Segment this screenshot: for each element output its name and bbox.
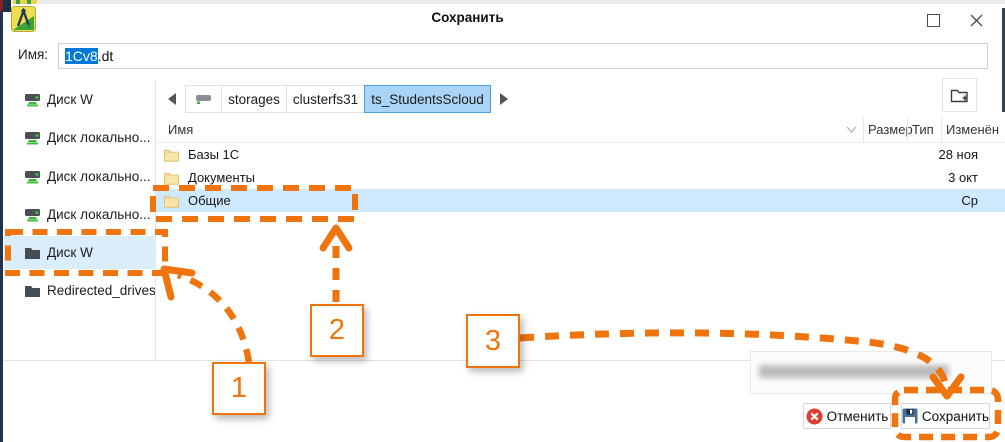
table-row-bazy-1c[interactable]: Базы 1С 28 ноя <box>156 143 1005 166</box>
sidebar-item-disk-w-network[interactable]: Диск W <box>0 85 155 113</box>
maximize-icon <box>926 14 940 27</box>
blurred-text <box>759 365 949 378</box>
file-modified: 28 ноя <box>938 147 978 162</box>
breadcrumb-crumb-storages[interactable]: storages <box>221 85 287 113</box>
sidebar-item-redirected-drives[interactable]: Redirected_drives <box>0 276 156 304</box>
folder-icon <box>24 282 41 299</box>
network-drive-icon <box>24 206 41 223</box>
file-modified: Ср <box>961 193 978 208</box>
filename-input[interactable]: 1Cv8.dt <box>58 43 988 69</box>
maximize-button[interactable] <box>917 8 949 33</box>
sidebar-item-label: Диск локально... <box>47 168 151 184</box>
file-name: Документы <box>188 170 256 185</box>
drive-icon <box>196 95 211 104</box>
annotation-step-2: 2 <box>310 304 364 357</box>
folder-icon <box>164 148 179 162</box>
cancel-icon <box>806 408 823 424</box>
file-name: Общие <box>188 193 231 208</box>
annotation-step-3: 3 <box>466 314 520 368</box>
background-window-right-edge <box>1002 8 1005 112</box>
sidebar-item-label: Диск локально... <box>47 129 151 145</box>
blurred-tooltip <box>750 351 992 394</box>
new-folder-icon <box>950 89 968 102</box>
cancel-label: Отменить <box>826 408 889 424</box>
breadcrumb-crumb-ts-studentsscloud[interactable]: ts_StudentsScloud <box>364 85 491 113</box>
filename-label: Имя: <box>18 47 49 62</box>
background-window-strip <box>0 0 1005 4</box>
save-button[interactable]: Сохранить <box>901 403 990 429</box>
annotation-arrowhead-2 <box>319 224 353 252</box>
filename-extension-text: .dt <box>97 48 114 64</box>
network-drive-icon <box>24 91 41 108</box>
cancel-button[interactable]: Отменить <box>803 403 891 429</box>
folder-icon <box>164 171 179 185</box>
sort-descending-icon <box>846 126 857 133</box>
sidebar-item-disk-local-1[interactable]: Диск локально... <box>0 123 155 151</box>
folder-icon <box>24 244 41 261</box>
folder-icon <box>164 194 179 208</box>
file-modified: 3 окт <box>948 170 978 185</box>
sidebar-item-label: Диск W <box>47 244 93 260</box>
table-row-dokumenty[interactable]: Документы 3 окт <box>156 166 1005 189</box>
background-window-corner <box>0 0 11 12</box>
window-title: Сохранить <box>431 10 504 25</box>
breadcrumb-forward-icon[interactable] <box>500 93 508 105</box>
column-header-type[interactable]: Тип <box>907 117 941 142</box>
background-app-icon-sliver <box>13 0 37 4</box>
table-header-row: Имя Размер Тип Изменён <box>156 117 1005 143</box>
sidebar-item-label: Redirected_drives <box>47 282 156 298</box>
column-header-name[interactable]: Имя <box>156 122 863 137</box>
sidebar-item-disk-local-3[interactable]: Диск локально... <box>0 200 155 228</box>
background-window-red-edge <box>0 0 3 11</box>
column-header-modified[interactable]: Изменён <box>941 117 1005 142</box>
sidebar-item-disk-local-2[interactable]: Диск локально... <box>0 162 155 190</box>
breadcrumb-drive-crumb[interactable] <box>185 85 222 113</box>
new-folder-button[interactable] <box>942 78 977 112</box>
annotation-step-1: 1 <box>212 362 266 415</box>
table-row-obshchie-selected[interactable]: Общие Ср <box>156 189 1005 212</box>
breadcrumb-back-icon[interactable] <box>168 93 176 105</box>
sidebar-item-disk-w-selected[interactable]: Диск W <box>0 238 155 266</box>
background-window-left-edge <box>0 11 3 442</box>
sidebar-item-label: Диск локально... <box>47 206 151 222</box>
sidebar-item-label: Диск W <box>47 91 93 107</box>
annotation-arrow-1 <box>176 271 253 363</box>
network-drive-icon <box>24 168 41 185</box>
filename-selected-text: 1Cv8 <box>65 48 98 64</box>
file-name: Базы 1С <box>188 147 240 162</box>
annotation-arrowhead-1 <box>160 265 196 301</box>
close-icon <box>970 14 982 27</box>
app-icon-1c-designer <box>11 6 36 37</box>
network-drive-icon <box>24 129 41 146</box>
save-icon <box>902 408 918 424</box>
breadcrumb-crumb-clusterfs31[interactable]: clusterfs31 <box>286 85 365 113</box>
save-label: Сохранить <box>921 408 989 424</box>
column-header-size[interactable]: Размер <box>863 117 913 142</box>
close-button[interactable] <box>960 8 992 33</box>
